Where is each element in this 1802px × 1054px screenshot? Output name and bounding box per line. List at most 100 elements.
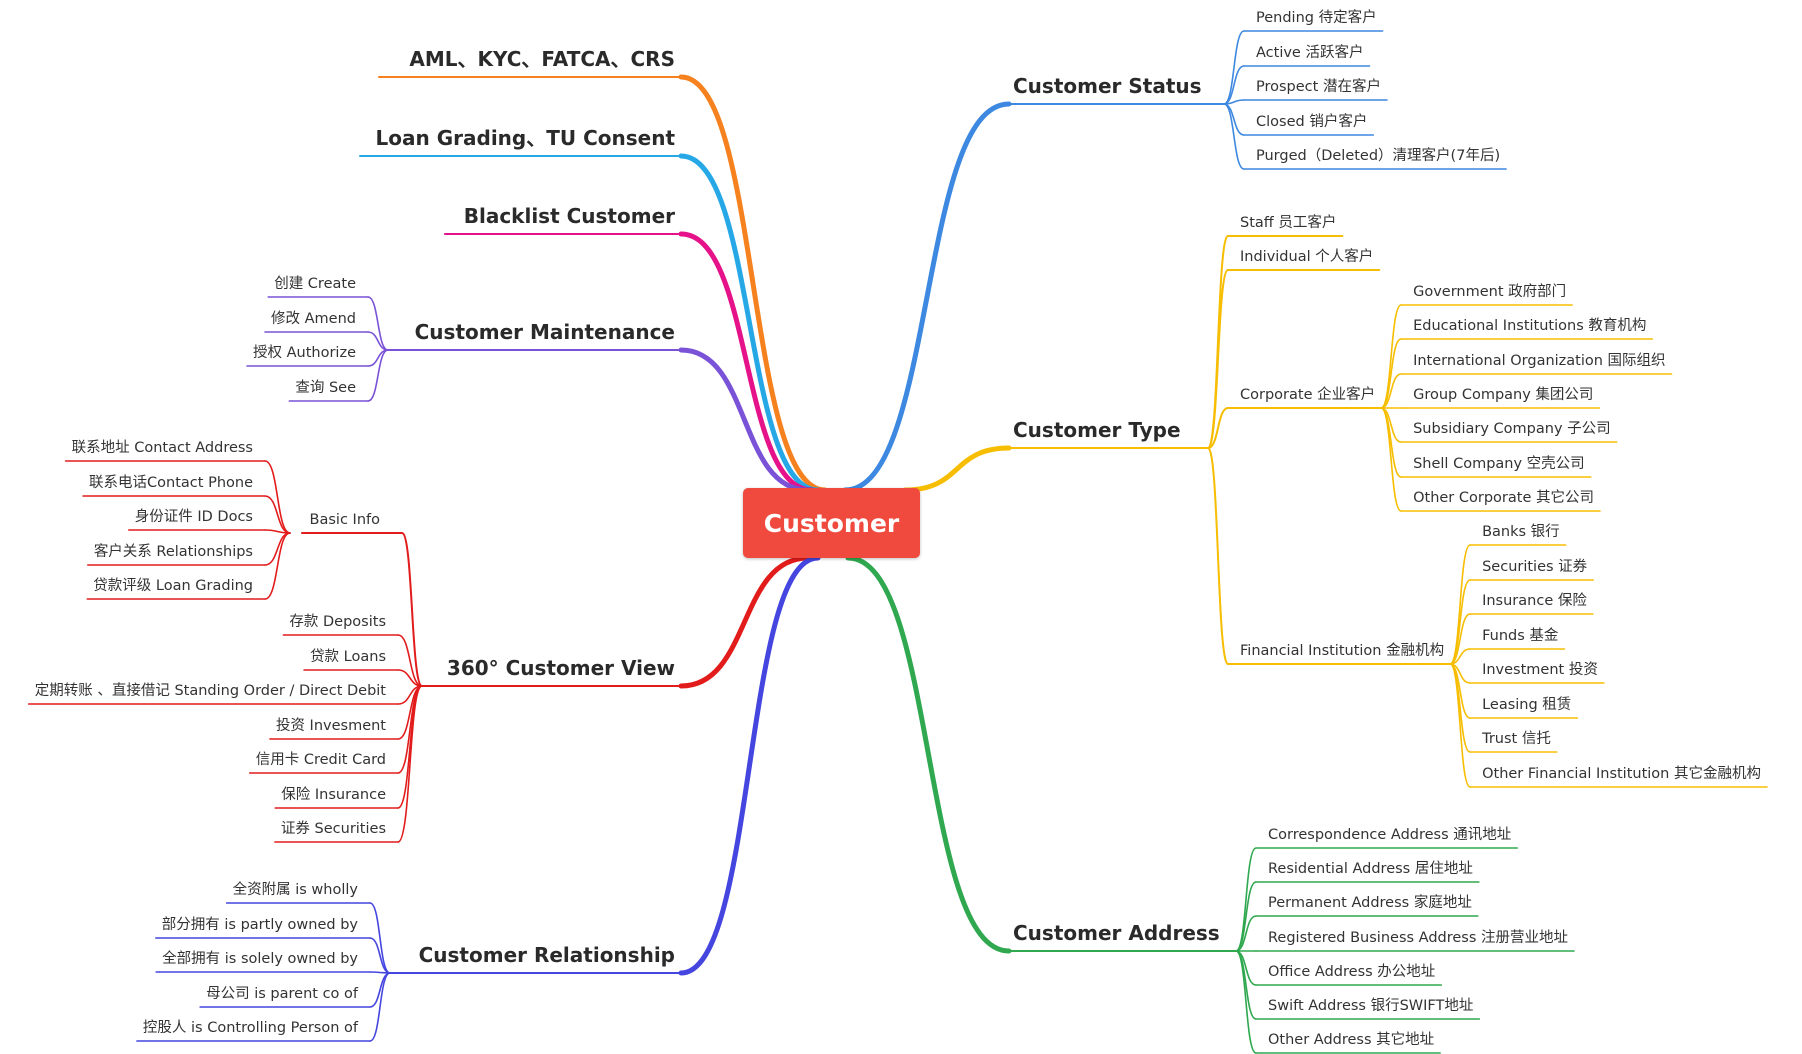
branch-type[interactable]: Customer Type bbox=[1013, 418, 1181, 442]
status-item[interactable]: Purged（Deleted）清理客户(7年后) bbox=[1256, 147, 1501, 164]
financial-item[interactable]: Investment 投资 bbox=[1482, 661, 1598, 678]
branch-360-view[interactable]: 360° Customer View bbox=[446, 656, 675, 680]
relationship-item[interactable]: 全部拥有 is solely owned by bbox=[162, 950, 358, 967]
status-item[interactable]: Active 活跃客户 bbox=[1256, 44, 1364, 61]
financial-item[interactable]: Insurance 保险 bbox=[1482, 592, 1587, 609]
corporate-item[interactable]: Group Company 集团公司 bbox=[1413, 386, 1594, 403]
branch-address[interactable]: Customer Address bbox=[1013, 921, 1220, 945]
relationship-item[interactable]: 控股人 is Controlling Person of bbox=[142, 1019, 358, 1036]
view-item[interactable]: 贷款 Loans bbox=[310, 648, 386, 665]
branch-blacklist-connector bbox=[678, 231, 815, 493]
relationship-item-connector bbox=[369, 902, 391, 974]
maintenance-item[interactable]: 查询 See bbox=[295, 379, 356, 396]
view-item[interactable]: 存款 Deposits bbox=[289, 613, 386, 630]
branch-relationship-connector bbox=[678, 555, 821, 976]
view-item-connector bbox=[397, 685, 423, 809]
financial-item[interactable]: Leasing 租赁 bbox=[1482, 696, 1572, 713]
corporate-item[interactable]: Government 政府部门 bbox=[1413, 283, 1567, 300]
type-individual-connector bbox=[1207, 269, 1229, 449]
financial-item-connector bbox=[1449, 663, 1471, 788]
view-item[interactable]: 保险 Insurance bbox=[281, 786, 386, 803]
branch-status-connector bbox=[842, 101, 1012, 493]
branch-relationship[interactable]: Customer Relationship bbox=[418, 943, 675, 967]
address-item[interactable]: Office Address 办公地址 bbox=[1268, 963, 1436, 980]
basic-info-node[interactable]: Basic Info bbox=[309, 511, 380, 528]
status-item[interactable]: Pending 待定客户 bbox=[1256, 9, 1377, 26]
branch-address-connector bbox=[845, 555, 1012, 954]
relationship-item-connector bbox=[369, 937, 391, 974]
branch-type-connector bbox=[902, 445, 1012, 493]
relationship-item[interactable]: 母公司 is parent co of bbox=[206, 985, 358, 1002]
corporate-item[interactable]: Shell Company 空壳公司 bbox=[1413, 455, 1585, 472]
basic-info-item[interactable]: 联系电话Contact Phone bbox=[89, 474, 253, 491]
type-staff[interactable]: Staff 员工客户 bbox=[1240, 214, 1337, 231]
branch-loan-grading-connector bbox=[678, 153, 821, 493]
root-label: Customer bbox=[763, 508, 900, 538]
financial-item[interactable]: Banks 银行 bbox=[1482, 523, 1560, 540]
status-item-connector bbox=[1223, 103, 1245, 170]
type-financial[interactable]: Financial Institution 金融机构 bbox=[1240, 642, 1445, 659]
view-item-connector bbox=[397, 634, 423, 687]
branch-status[interactable]: Customer Status bbox=[1013, 74, 1202, 98]
status-item-connector bbox=[1223, 65, 1245, 105]
basic-info-item[interactable]: 贷款评级 Loan Grading bbox=[93, 577, 253, 594]
basic-info-connector bbox=[401, 532, 423, 687]
address-item[interactable]: Registered Business Address 注册营业地址 bbox=[1268, 929, 1569, 946]
branch-aml-connector bbox=[678, 74, 828, 493]
type-individual[interactable]: Individual 个人客户 bbox=[1240, 248, 1374, 265]
view-item[interactable]: 信用卡 Credit Card bbox=[255, 751, 386, 768]
corporate-item[interactable]: Subsidiary Company 子公司 bbox=[1413, 420, 1611, 437]
branch-loan-grading[interactable]: Loan Grading、TU Consent bbox=[375, 126, 675, 150]
basic-info-item[interactable]: 客户关系 Relationships bbox=[93, 543, 253, 560]
basic-info-item-connector bbox=[264, 495, 291, 534]
address-item[interactable]: Correspondence Address 通讯地址 bbox=[1268, 826, 1512, 843]
branch-aml[interactable]: AML、KYC、FATCA、CRS bbox=[409, 47, 675, 71]
relationship-item[interactable]: 部分拥有 is partly owned by bbox=[161, 916, 358, 933]
address-item[interactable]: Swift Address 银行SWIFT地址 bbox=[1268, 997, 1474, 1014]
corporate-item[interactable]: Other Corporate 其它公司 bbox=[1413, 489, 1594, 506]
basic-info-item-connector bbox=[264, 532, 291, 600]
address-item[interactable]: Permanent Address 家庭地址 bbox=[1268, 894, 1472, 911]
status-item-connector bbox=[1223, 103, 1245, 136]
relationship-item-connector bbox=[369, 972, 391, 1042]
branch-maintenance-connector bbox=[678, 347, 811, 493]
corporate-item-connector bbox=[1380, 373, 1402, 409]
corporate-item-connector bbox=[1380, 407, 1402, 512]
basic-info-item-connector bbox=[264, 532, 291, 566]
type-corporate[interactable]: Corporate 企业客户 bbox=[1240, 386, 1376, 403]
financial-item-connector bbox=[1449, 663, 1471, 753]
financial-item-connector bbox=[1449, 544, 1471, 665]
type-corporate-connector bbox=[1207, 407, 1229, 449]
maintenance-item[interactable]: 创建 Create bbox=[274, 275, 356, 292]
branch-360-view-connector bbox=[678, 555, 811, 689]
view-item[interactable]: 投资 Invesment bbox=[275, 717, 386, 734]
financial-item-connector bbox=[1449, 579, 1471, 665]
type-financial-connector bbox=[1207, 447, 1229, 665]
maintenance-item[interactable]: 修改 Amend bbox=[271, 310, 356, 327]
view-item-connector bbox=[397, 685, 423, 843]
basic-info-item[interactable]: 联系地址 Contact Address bbox=[71, 439, 253, 456]
corporate-item[interactable]: Educational Institutions 教育机构 bbox=[1413, 317, 1647, 334]
address-item[interactable]: Residential Address 居住地址 bbox=[1268, 860, 1473, 877]
address-item-connector bbox=[1235, 950, 1257, 1054]
status-item[interactable]: Prospect 潜在客户 bbox=[1256, 78, 1381, 95]
corporate-item[interactable]: International Organization 国际组织 bbox=[1413, 352, 1666, 369]
status-item[interactable]: Closed 销户客户 bbox=[1256, 113, 1368, 130]
view-item[interactable]: 定期转账 、直接借记 Standing Order / Direct Debit bbox=[34, 682, 386, 699]
maintenance-item[interactable]: 授权 Authorize bbox=[253, 344, 356, 361]
financial-item[interactable]: Funds 基金 bbox=[1482, 627, 1559, 644]
maintenance-item-connector bbox=[367, 296, 389, 351]
relationship-item[interactable]: 全资附属 is wholly bbox=[232, 881, 358, 898]
branch-blacklist[interactable]: Blacklist Customer bbox=[463, 204, 675, 228]
view-item[interactable]: 证券 Securities bbox=[280, 820, 386, 837]
basic-info-item[interactable]: 身份证件 ID Docs bbox=[134, 508, 253, 525]
financial-item[interactable]: Other Financial Institution 其它金融机构 bbox=[1482, 765, 1761, 782]
financial-item[interactable]: Securities 证券 bbox=[1482, 558, 1588, 575]
address-item[interactable]: Other Address 其它地址 bbox=[1268, 1031, 1435, 1048]
branch-maintenance[interactable]: Customer Maintenance bbox=[414, 320, 675, 344]
financial-item-connector bbox=[1449, 613, 1471, 665]
financial-item[interactable]: Trust 信托 bbox=[1482, 730, 1551, 747]
root-node-customer[interactable]: Customer bbox=[743, 488, 920, 558]
